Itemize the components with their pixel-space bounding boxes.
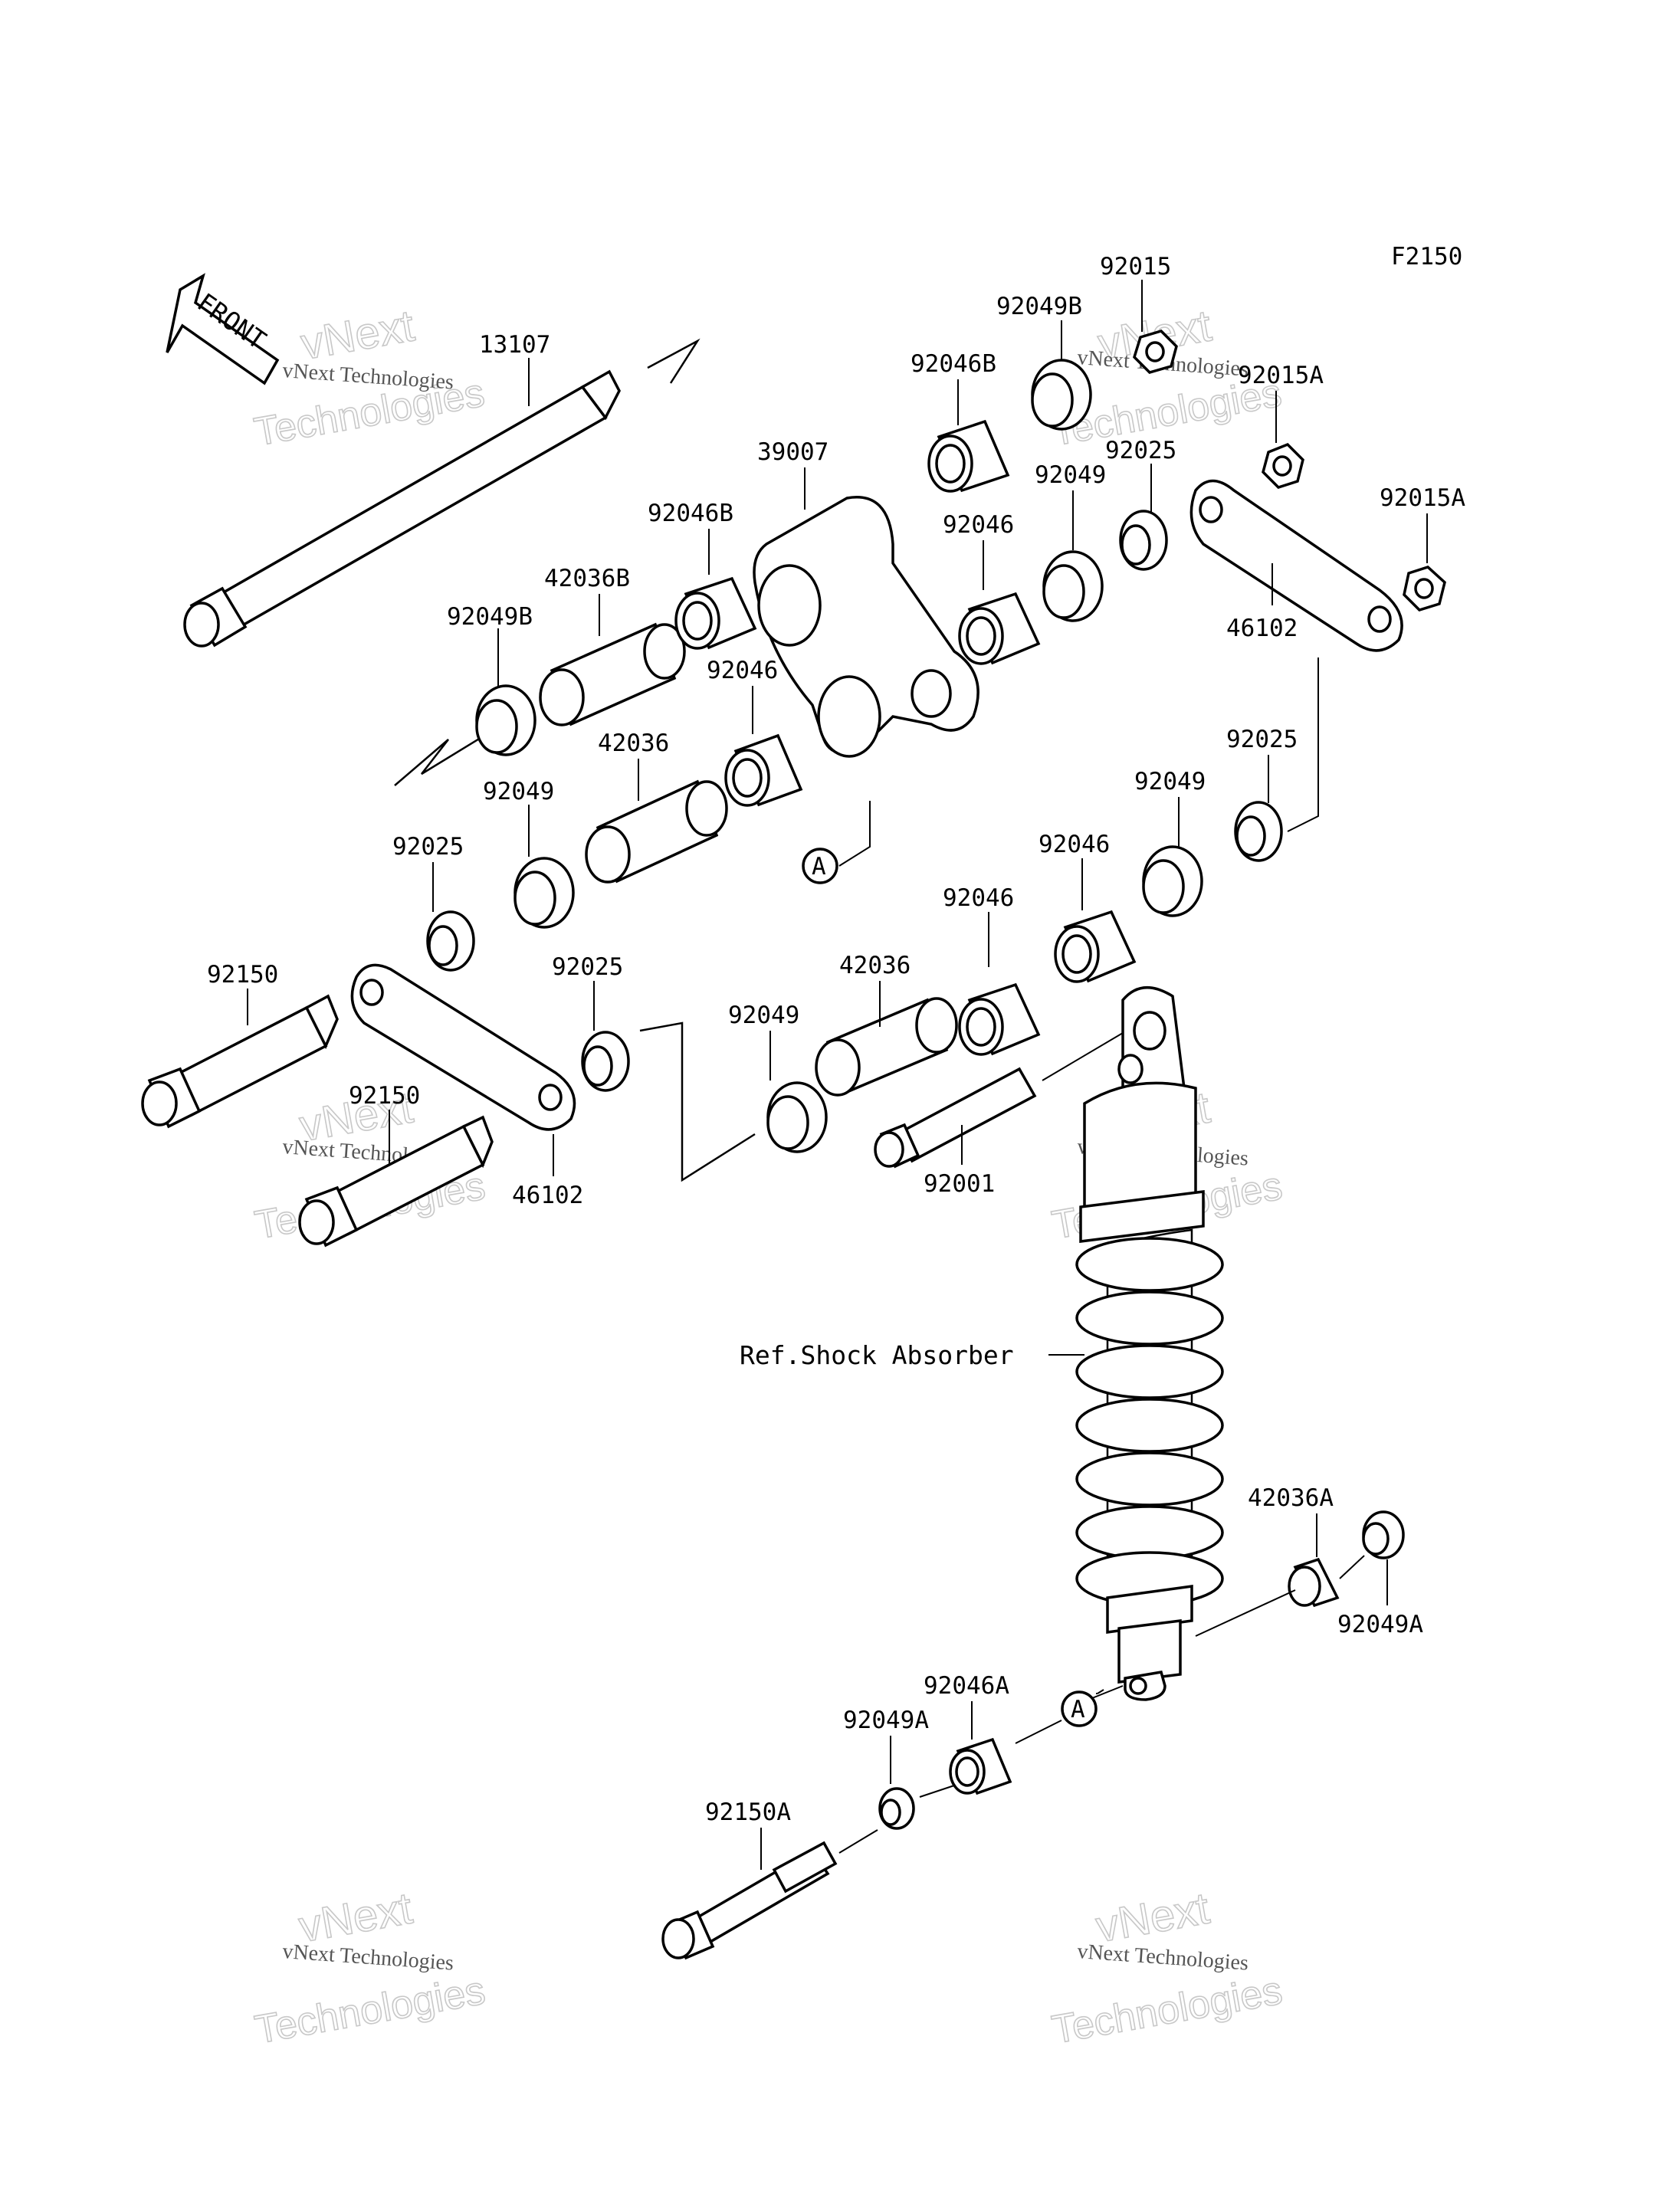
bearing-92046-r1 — [1054, 910, 1137, 983]
washer-92025-low — [581, 1031, 630, 1092]
collar-42036-lower — [815, 997, 958, 1097]
label-92046B-mid: 92046B — [648, 500, 733, 527]
label-92049B-left: 92049B — [447, 603, 533, 631]
washer-92049A-low — [878, 1787, 915, 1830]
label-92049A-low: 92049A — [843, 1707, 929, 1734]
label-92015A-top: 92015A — [1238, 362, 1324, 389]
bearing-92046B-mid — [674, 576, 757, 650]
label-42036A: 42036A — [1248, 1484, 1334, 1512]
shock-absorber — [1075, 985, 1224, 1701]
label-92049-top: 92049 — [1035, 461, 1106, 489]
collar-42036-upper — [585, 779, 728, 884]
callout-a-lower — [1061, 1690, 1098, 1727]
washer-92025-mid — [1234, 801, 1283, 862]
washer-92025-top — [1119, 510, 1168, 571]
shock-spring — [1075, 1237, 1224, 1606]
collar-92049-mid — [766, 1081, 828, 1153]
label-92025-low: 92025 — [552, 953, 623, 981]
bearing-92046-r2 — [958, 982, 1041, 1056]
collar-42036B — [539, 622, 686, 726]
collar-92049-left — [514, 857, 575, 929]
bearing-92046A — [949, 1737, 1012, 1795]
label-92046-mid: 92046 — [707, 657, 778, 684]
watermark-text: vNext Technologies — [1077, 1940, 1249, 1976]
collar-92049-top — [1042, 550, 1104, 622]
figure-code: F2150 — [1391, 243, 1462, 271]
label-92025-top: 92025 — [1105, 437, 1176, 464]
label-92049-mid: 92049 — [728, 1002, 799, 1029]
label-39007: 39007 — [757, 438, 829, 466]
label-92046-r2: 92046 — [943, 884, 1014, 912]
label-92049A-right: 92049A — [1337, 1611, 1423, 1638]
collar-42036A — [1288, 1557, 1340, 1608]
label-92049-right: 92049 — [1134, 768, 1206, 795]
nut-92015 — [1133, 330, 1178, 374]
label-42036-upper: 42036 — [598, 730, 669, 757]
front-arrow-icon: FRONT — [166, 273, 280, 385]
label-92150A: 92150A — [705, 1799, 791, 1826]
bearing-92046B-top — [927, 419, 1010, 493]
collar-92049B-left — [475, 684, 536, 756]
link-46102-left — [350, 963, 576, 1131]
link-46102-right — [1189, 479, 1403, 652]
bolt-92150A — [661, 1841, 838, 1960]
callout-a-lower-label: A — [1071, 1696, 1085, 1723]
bolt-92150-mid — [298, 1115, 494, 1248]
label-92025-left: 92025 — [392, 833, 464, 861]
watermark-text: vNext Technologies — [282, 359, 454, 395]
label-46102-right: 46102 — [1226, 615, 1298, 642]
label-42036B: 42036B — [544, 565, 630, 592]
washer-92025-left — [426, 910, 475, 972]
label-92015A-right: 92015A — [1380, 484, 1465, 512]
label-92001: 92001 — [924, 1170, 995, 1198]
nut-92015A-top — [1262, 442, 1304, 489]
label-92025-mid: 92025 — [1226, 726, 1298, 753]
bolt-92150-top — [141, 994, 339, 1129]
collar-92049-right — [1142, 845, 1203, 917]
label-92046A: 92046A — [924, 1672, 1009, 1700]
rocker-arm-39007 — [753, 496, 979, 758]
label-92150-top: 92150 — [207, 961, 278, 989]
svg-text:vNext: vNext — [297, 300, 418, 369]
collar-92049B-top — [1031, 359, 1092, 431]
label-92046-top: 92046 — [943, 511, 1014, 539]
label-92049-left: 92049 — [483, 778, 554, 805]
label-92150-mid: 92150 — [349, 1082, 420, 1110]
label-92046B-top: 92046B — [911, 350, 996, 378]
callout-a-upper-label: A — [812, 853, 826, 880]
bearing-92046-top — [958, 592, 1041, 665]
label-46102-left: 46102 — [512, 1182, 583, 1209]
label-42036-lower: 42036 — [839, 952, 911, 979]
label-92046-r1: 92046 — [1039, 831, 1110, 858]
svg-text:Technologies: Technologies — [251, 1969, 488, 2053]
nut-92015A-right — [1403, 566, 1446, 612]
callout-a-upper — [802, 848, 838, 884]
bearing-92046-mid — [724, 733, 803, 807]
collar-92049A-right — [1362, 1510, 1405, 1559]
label-92049B-top: 92049B — [996, 293, 1082, 320]
watermark-text: vNext Technologies — [282, 1940, 454, 1976]
shaft-13107 — [183, 338, 701, 648]
label-13107: 13107 — [479, 331, 550, 359]
bolt-92001 — [874, 1067, 1037, 1169]
ref-shock-absorber-label: Ref.Shock Absorber — [740, 1340, 1014, 1370]
svg-text:Technologies: Technologies — [1048, 1969, 1285, 2053]
label-92015: 92015 — [1100, 253, 1171, 280]
